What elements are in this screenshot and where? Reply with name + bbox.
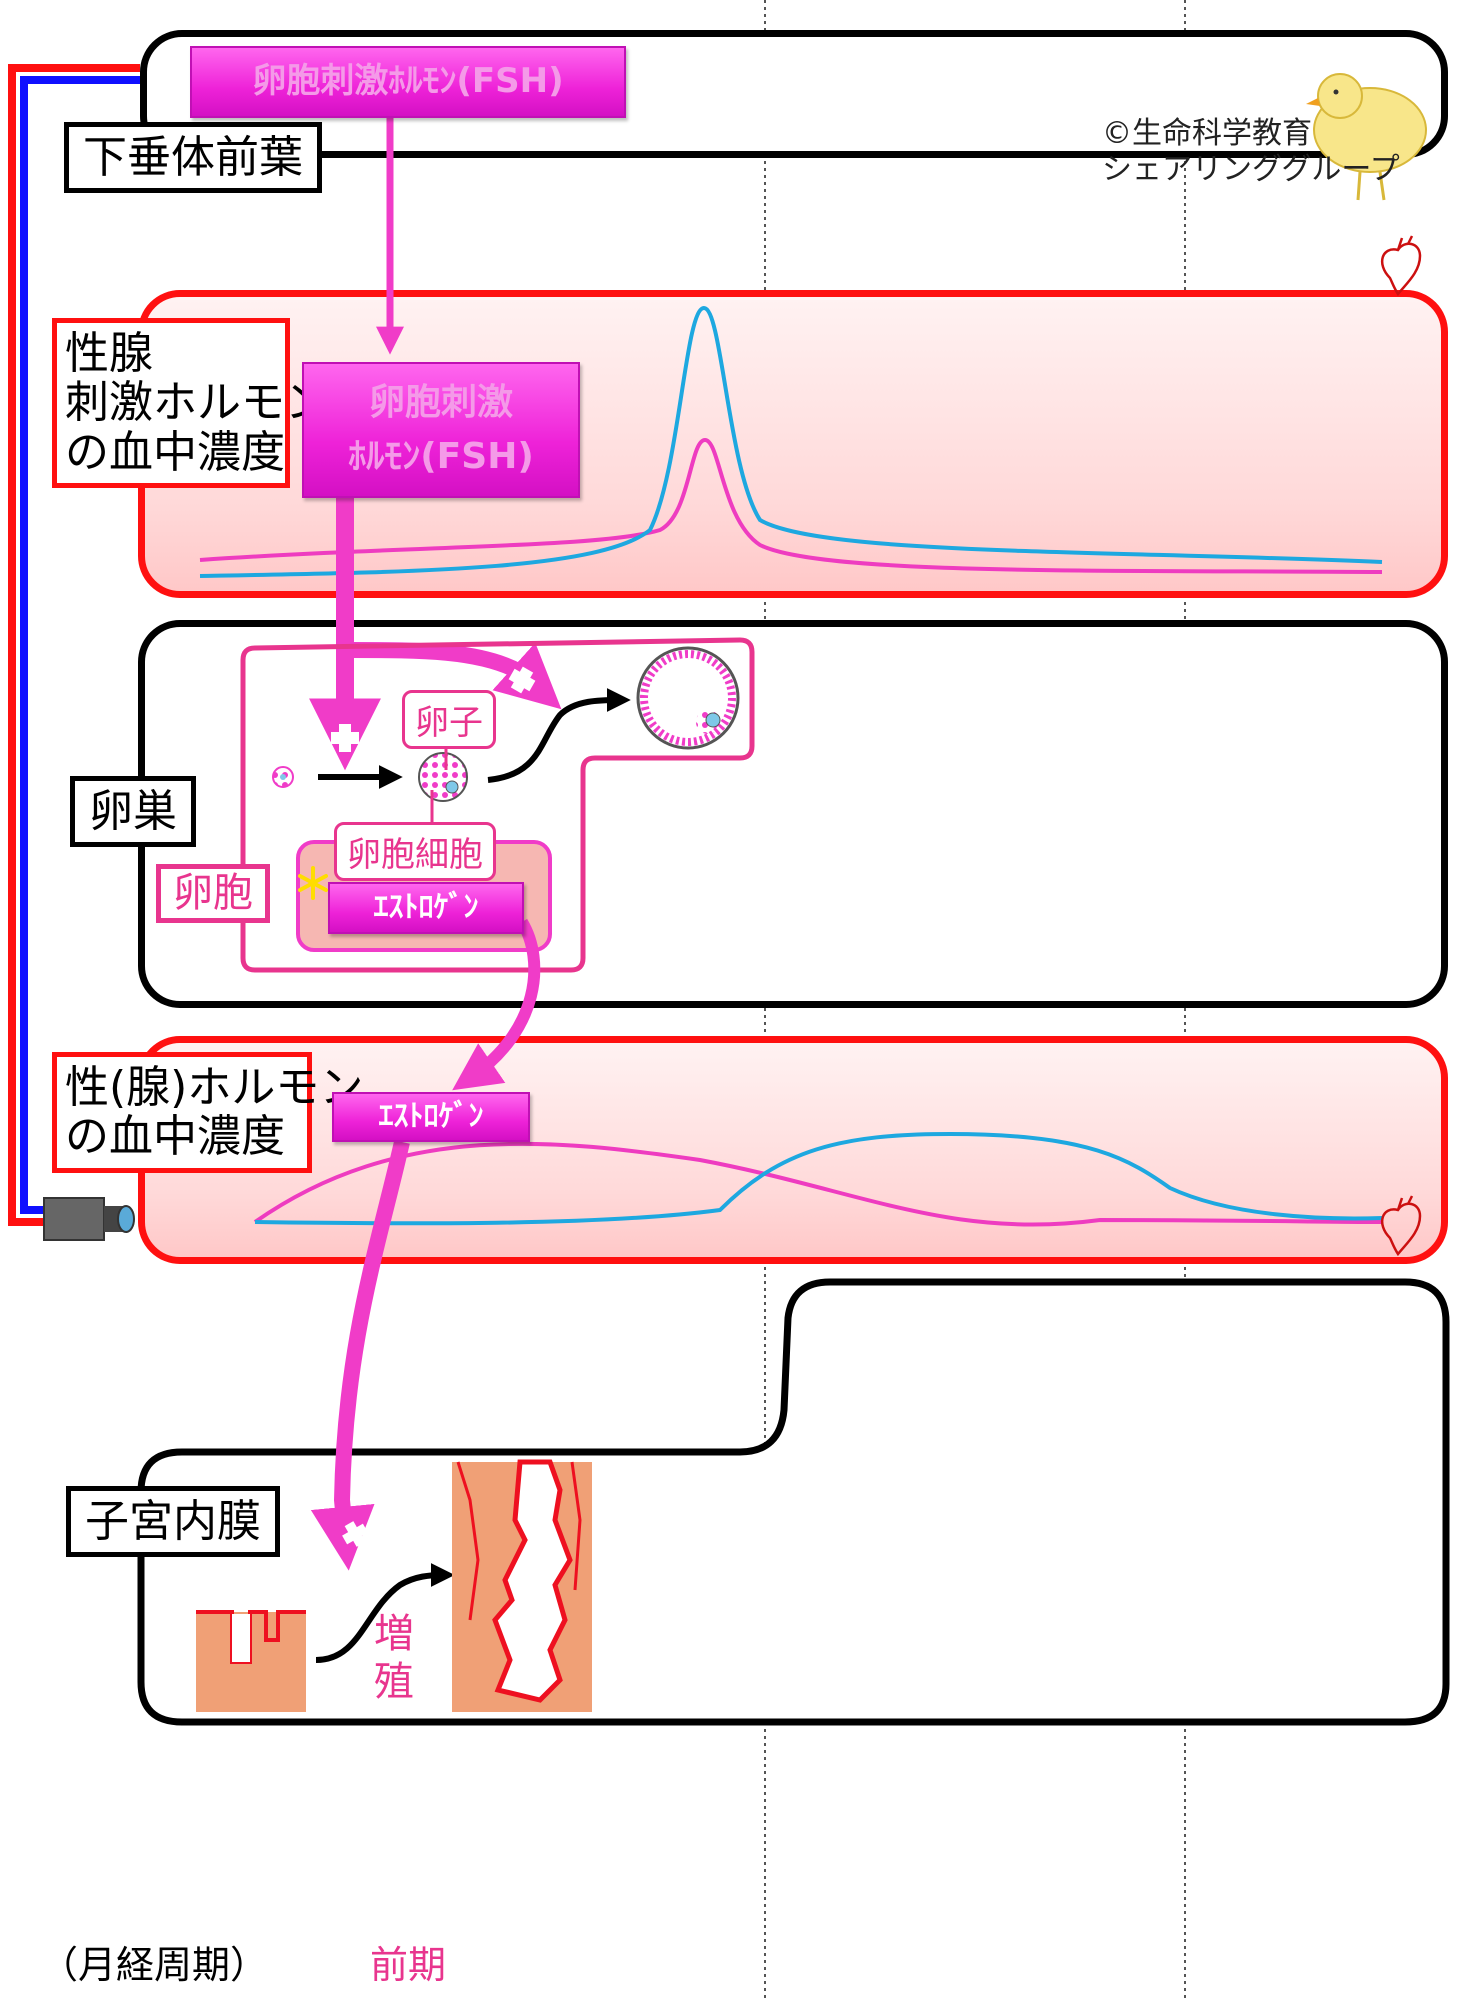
growth-arrow-2 [487, 688, 631, 783]
fsh-mid-box: 卵胞刺激 ﾎﾙﾓﾝ(FSH) [302, 362, 580, 498]
heart-icon [1380, 1195, 1422, 1257]
gonadotropin-label-line1: 性腺 [65, 328, 153, 379]
proliferation-arrow [315, 1563, 455, 1663]
chick-icon [1306, 73, 1427, 201]
developing-follicle [418, 752, 468, 802]
fsh-mid-line1: 卵胞刺激 [368, 382, 513, 423]
estrogen-curve [253, 1141, 1383, 1227]
estrogen-to-endometrium-arrow [310, 1140, 410, 1571]
sex-hormone-label: 性(腺)ホルモン の血中濃度 [52, 1052, 364, 1173]
blood-vessel-blue [20, 76, 140, 1214]
heart-icon [1380, 235, 1422, 297]
follicle-label: 卵胞 [156, 864, 270, 923]
proliferation-label: 増 殖 [374, 1610, 414, 1706]
sex-hormone-label-line2: の血中濃度 [65, 1111, 285, 1163]
follicle-cell-tag: 卵胞細胞 [334, 822, 496, 881]
ovary-label: 卵巣 [70, 776, 196, 848]
plus-icon [342, 1521, 368, 1547]
thick-endometrium [452, 1459, 592, 1712]
gonadotropin-label: 性腺 刺激ホルモン の血中濃度 [52, 318, 329, 488]
egg-tag: 卵子 [402, 690, 496, 749]
plus-icon [331, 724, 359, 752]
estrogen-blood-box: ｴｽﾄﾛｹﾞﾝ [332, 1092, 530, 1142]
lh-curve [199, 305, 1383, 578]
copyright-line2: シェアリンググループ [1102, 152, 1400, 187]
plus-icon [508, 666, 536, 694]
endometrium-label: 子宮内膜 [66, 1486, 280, 1558]
progesterone-curve [254, 1131, 1383, 1226]
gonadotropin-label-line2: 刺激ホルモン [65, 377, 329, 429]
sex-hormone-label-line1: 性(腺)ホルモン [65, 1062, 364, 1113]
fsh-top-box: 卵胞刺激ﾎﾙﾓﾝ(FSH) [190, 46, 626, 118]
fsh-curve [199, 437, 1383, 574]
fsh-mid-line2: ﾎﾙﾓﾝ(FSH) [348, 436, 534, 477]
proliferation-char-1: 増 [374, 1611, 414, 1657]
pituitary-label: 下垂体前葉 [64, 122, 322, 194]
estrogen-release-arrow [452, 918, 541, 1091]
follicle-outline [240, 637, 755, 973]
proliferation-char-2: 殖 [374, 1659, 414, 1705]
copyright-line1: ©生命科学教育 [1102, 116, 1312, 151]
fsh-to-follicle-arrow [351, 642, 562, 710]
phase-label: 前期 [370, 1943, 447, 1987]
estrogen-ovary-box: ｴｽﾄﾛｹﾞﾝ [328, 882, 524, 934]
mature-follicle [636, 646, 740, 750]
sex-hormone-blood-panel [138, 1036, 1448, 1264]
copyright-text: ©生命科学教育 シェアリンググループ [1102, 116, 1400, 188]
camera-icon [43, 1197, 135, 1241]
sparkle-icon [298, 866, 328, 900]
gonadotropin-label-line3: の血中濃度 [65, 426, 285, 478]
cycle-label: （月経周期） [40, 1943, 269, 1987]
thin-endometrium [196, 1610, 306, 1712]
blood-vessel-red [8, 64, 140, 1226]
